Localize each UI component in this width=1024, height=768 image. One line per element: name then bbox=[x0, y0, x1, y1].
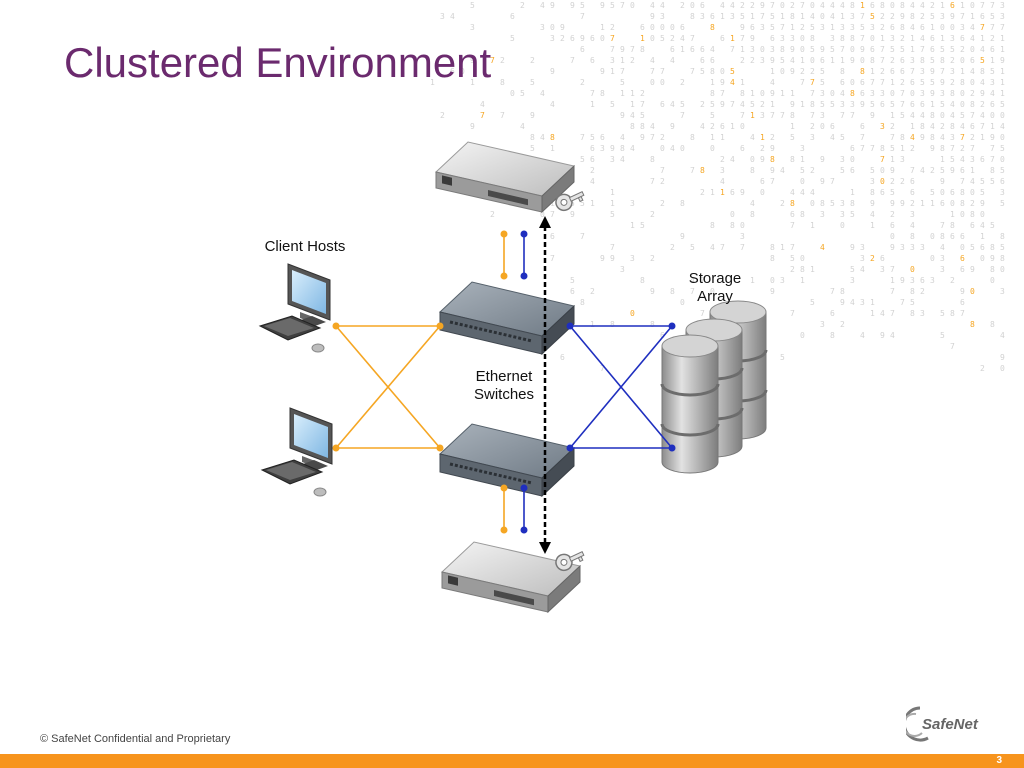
logo-text: SafeNet bbox=[922, 716, 979, 733]
connector-dot bbox=[332, 444, 340, 452]
connector-dot bbox=[668, 322, 676, 330]
connector-dot bbox=[520, 272, 528, 280]
connector-dot bbox=[332, 322, 340, 330]
connector-dot bbox=[668, 444, 676, 452]
orange-dots bbox=[332, 230, 508, 534]
arrow-down-icon bbox=[539, 542, 551, 554]
desktop-computer-icon bbox=[259, 263, 331, 353]
server-icon bbox=[441, 541, 581, 613]
connector-dot bbox=[500, 526, 508, 534]
storage-label-line1: Storage bbox=[689, 270, 742, 287]
connector-dot bbox=[436, 322, 444, 330]
safenet-logo: SafeNet bbox=[906, 706, 979, 742]
link-host2-switch1 bbox=[335, 325, 441, 449]
server-icon bbox=[435, 141, 575, 213]
connector-dot bbox=[566, 322, 574, 330]
blue-connections bbox=[523, 234, 673, 530]
connector-dot bbox=[500, 272, 508, 280]
storage-label-line2: Array bbox=[697, 288, 733, 305]
footer-label: SafeNet Confidential and Proprietary bbox=[51, 733, 231, 745]
ethernet-switch-icon bbox=[438, 422, 576, 498]
link-switch2-storage-cross bbox=[569, 325, 673, 449]
copyright-symbol: © bbox=[40, 733, 49, 745]
connector-dot bbox=[520, 484, 528, 492]
connector-dot bbox=[500, 230, 508, 238]
switches-label-line1: Ethernet bbox=[476, 368, 534, 385]
footer-copyright: © SafeNet Confidential and Proprietary bbox=[40, 733, 230, 745]
page-number: 3 bbox=[996, 755, 1002, 766]
ethernet-switch-icon bbox=[438, 280, 576, 356]
connector-dot bbox=[436, 444, 444, 452]
client-hosts-label: Client Hosts bbox=[265, 238, 346, 255]
dashed-sync-arrow bbox=[539, 216, 551, 554]
slide-title: Clustered Environment bbox=[64, 39, 492, 86]
switches-label-line2: Switches bbox=[474, 386, 534, 403]
bottom-server bbox=[441, 541, 588, 613]
connector-dot bbox=[520, 526, 528, 534]
top-server bbox=[435, 141, 588, 214]
connector-dot bbox=[520, 230, 528, 238]
storage-database-icon bbox=[660, 299, 768, 475]
arrow-up-icon bbox=[539, 216, 551, 228]
blue-dots bbox=[520, 230, 676, 534]
connector-dot bbox=[566, 444, 574, 452]
desktop-computer-icon bbox=[261, 407, 333, 497]
orange-connections bbox=[335, 234, 505, 530]
connector-dot bbox=[500, 484, 508, 492]
footer-bar bbox=[0, 754, 1024, 768]
